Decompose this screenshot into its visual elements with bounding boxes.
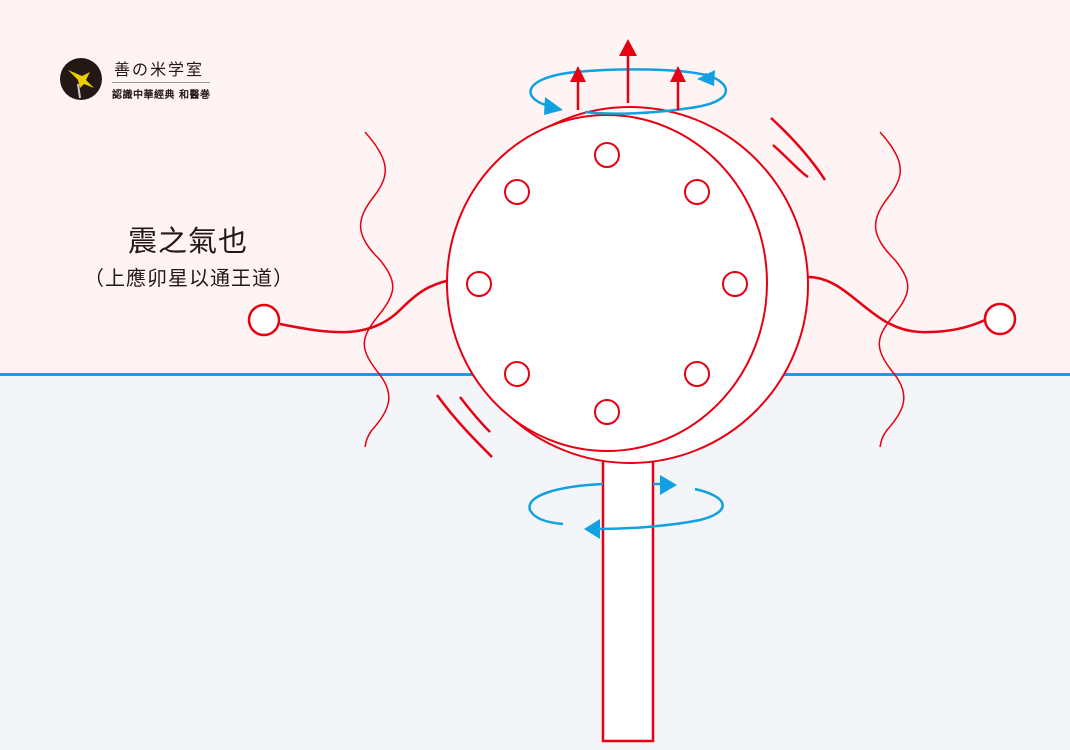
golden-bird-icon (60, 57, 102, 100)
shaft (601, 453, 655, 743)
logo: 善の米学室 認識中華經典 和醫巻 (60, 56, 211, 101)
left-connector (279, 278, 451, 334)
label-main: 震之氣也 (128, 224, 249, 258)
right-connector (807, 275, 986, 334)
right-wavy-line (874, 131, 909, 448)
left-wavy-line (359, 131, 394, 448)
rim-circles (466, 142, 748, 425)
motion-arcs-upper-right (770, 117, 827, 181)
logo-subtitle: 認識中華經典 和醫巻 (112, 90, 211, 101)
upward-arrows (570, 39, 686, 110)
logo-title: 善の米学室 (112, 56, 211, 83)
motion-arcs-lower-left (435, 394, 493, 458)
label-sub: （上應卯星以通王道） (84, 266, 294, 290)
bottom-rotation-arrow (528, 475, 724, 539)
right-node (983, 302, 1017, 336)
ground-region (0, 376, 1070, 750)
left-node (247, 303, 281, 337)
